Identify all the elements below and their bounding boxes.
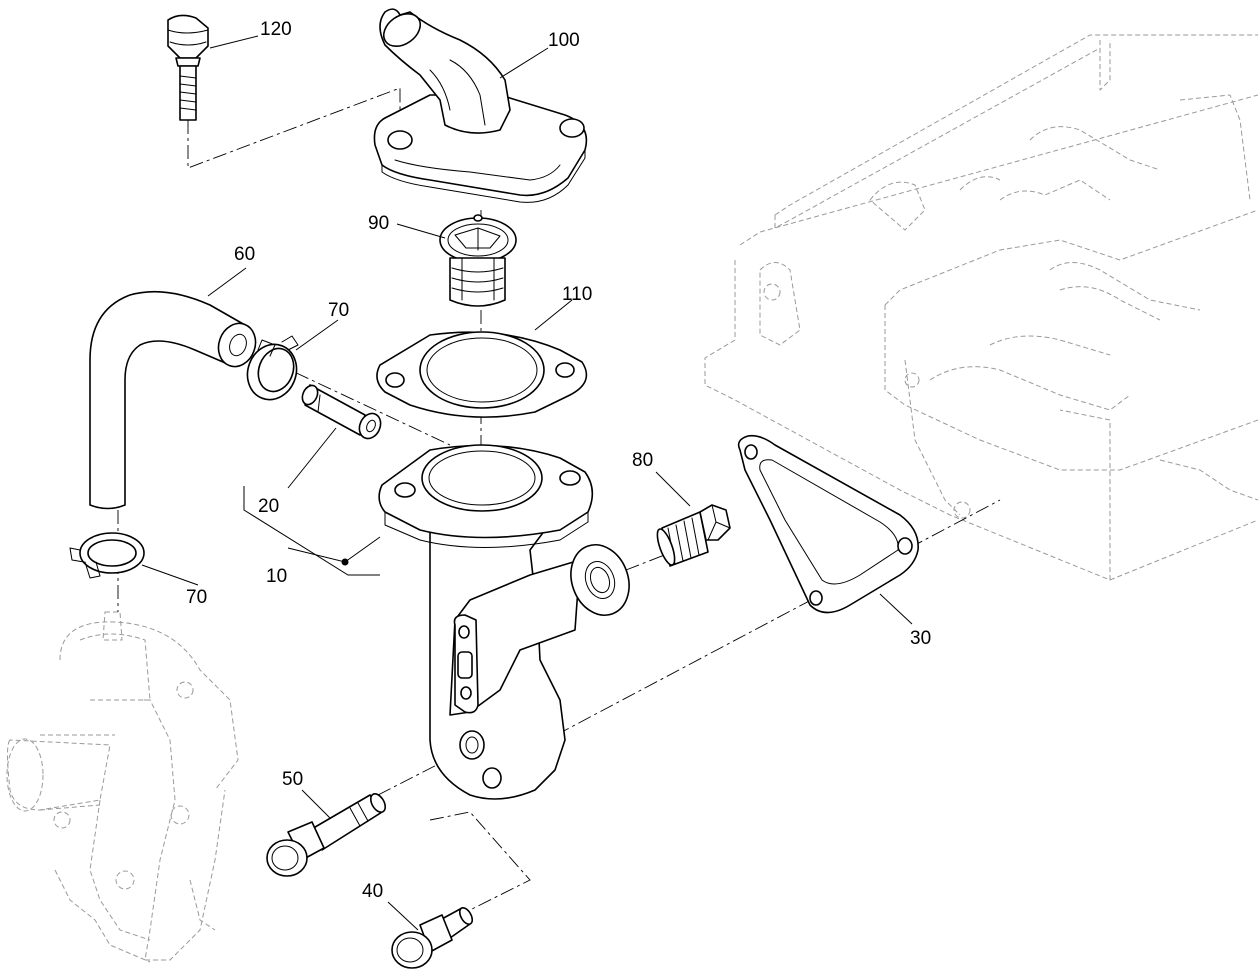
bolt-50[interactable] — [266, 791, 388, 877]
callout-10: 10 — [266, 566, 287, 587]
water-pump-ghost — [6, 611, 239, 963]
hose-clamp-70-upper[interactable] — [240, 335, 304, 407]
callout-20: 20 — [258, 496, 279, 517]
plug-80[interactable] — [654, 504, 731, 567]
callout-90: 90 — [368, 213, 389, 234]
hose-clamp-70-lower[interactable] — [69, 532, 145, 579]
callout-labels: 120 100 90 60 70 110 20 10 80 70 30 50 4… — [186, 19, 931, 902]
callout-50: 50 — [282, 769, 303, 790]
callout-70-lower: 70 — [186, 587, 207, 608]
assembly-marker-dot — [341, 558, 349, 566]
callout-30: 30 — [910, 628, 931, 649]
callout-110: 110 — [562, 284, 592, 305]
callout-120: 120 — [260, 19, 292, 40]
leader-lines — [141, 35, 913, 931]
bolt-40[interactable] — [391, 906, 475, 969]
gasket-30[interactable] — [737, 434, 919, 614]
callout-60: 60 — [234, 244, 255, 265]
callout-80: 80 — [632, 450, 653, 471]
callout-70-upper: 70 — [328, 300, 349, 321]
thermostat-90[interactable] — [439, 214, 517, 307]
callout-100: 100 — [548, 30, 580, 51]
outlet-elbow-100[interactable] — [373, 7, 588, 203]
tube-20[interactable] — [299, 383, 384, 442]
engine-block-ghost — [704, 34, 1258, 581]
bolt-120[interactable] — [167, 14, 209, 121]
callout-40: 40 — [362, 881, 383, 902]
gasket-110[interactable] — [376, 331, 588, 418]
thermostat-housing-10[interactable] — [378, 444, 639, 800]
hose-60[interactable] — [89, 290, 261, 510]
